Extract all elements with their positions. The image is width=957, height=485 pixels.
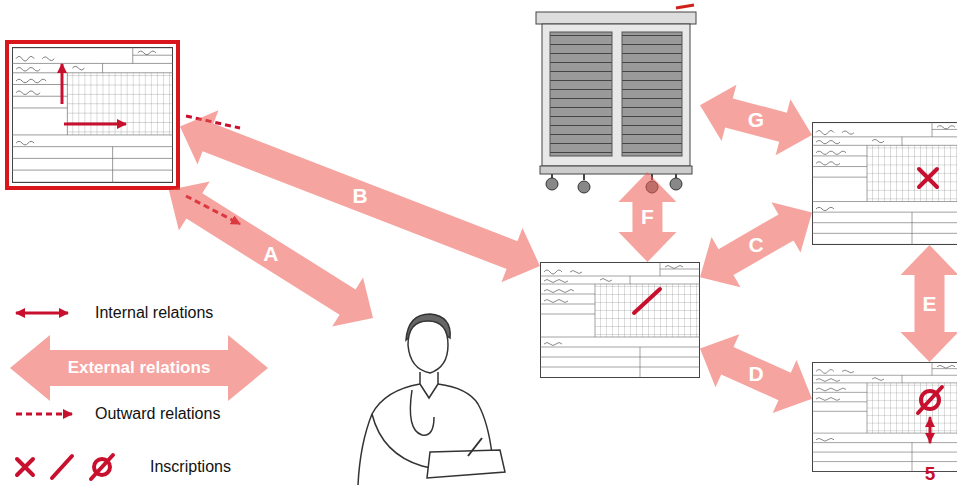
form-node [812,362,957,472]
sketch-part [540,262,700,378]
legend-samples [10,313,268,479]
sketch-part [420,372,438,384]
edge-letter: F [641,205,654,229]
sketch-part [16,312,68,315]
form-node [540,262,700,378]
legend-label: Internal relations [95,304,213,322]
sketch-part [536,12,696,24]
sketch-part [676,5,694,8]
edge-letter: A [263,242,278,266]
edge-letter: D [748,362,763,386]
source-form [12,47,173,183]
relation-arrow [700,334,812,413]
sketch-part [578,181,590,193]
doctor-node [335,318,490,485]
sketch-part [12,47,173,183]
relation-arrow [901,245,957,362]
sketch-part [17,455,113,479]
edge-letter: B [352,184,367,208]
inscription-marks [634,169,942,442]
sketch-part [552,174,676,180]
sketch-part [646,181,658,193]
edge-letter: G [748,108,764,132]
sketch-part [670,178,682,190]
legend-label: Outward relations [95,405,220,423]
callout-number: 5 [925,463,936,485]
sketch-part [542,24,690,166]
sketch-part [540,166,692,174]
sketch-part [918,387,942,413]
sketch-part [427,450,505,478]
sketch-part [812,122,957,245]
sketch-part [546,178,558,190]
sketch-part [919,169,937,187]
edge-letter: E [922,292,936,316]
sketch-part [17,459,33,475]
sketch-part [408,321,448,373]
relation-arrow [618,172,676,262]
sketch-part [634,289,660,313]
sketch-part [420,384,438,398]
sketch-part [468,438,482,456]
legend-label: External relations [68,358,211,378]
sketch-part [410,390,434,435]
sketch-part [186,116,240,224]
sketch-part [550,32,612,156]
source-form [5,40,180,190]
sketch-part [622,32,682,156]
relation-arrow [180,110,540,282]
edge-letter: C [748,233,763,257]
medication-cart [536,5,696,193]
relation-arrow [700,202,812,287]
outward-arrows [186,116,240,224]
sketch-part [16,413,72,416]
doctor-sketch [358,314,505,485]
sketch-part [10,335,268,401]
medication-cart [530,0,700,172]
legend-label: Inscriptions [150,458,231,476]
receiving-forms [540,122,957,472]
relation-arrow [700,85,812,155]
sketch-part [52,456,72,478]
sketch-part [91,455,113,479]
sketch-part [812,362,957,472]
form-node [812,122,957,245]
sketch-part [62,64,126,124]
sketch-part [929,418,932,442]
